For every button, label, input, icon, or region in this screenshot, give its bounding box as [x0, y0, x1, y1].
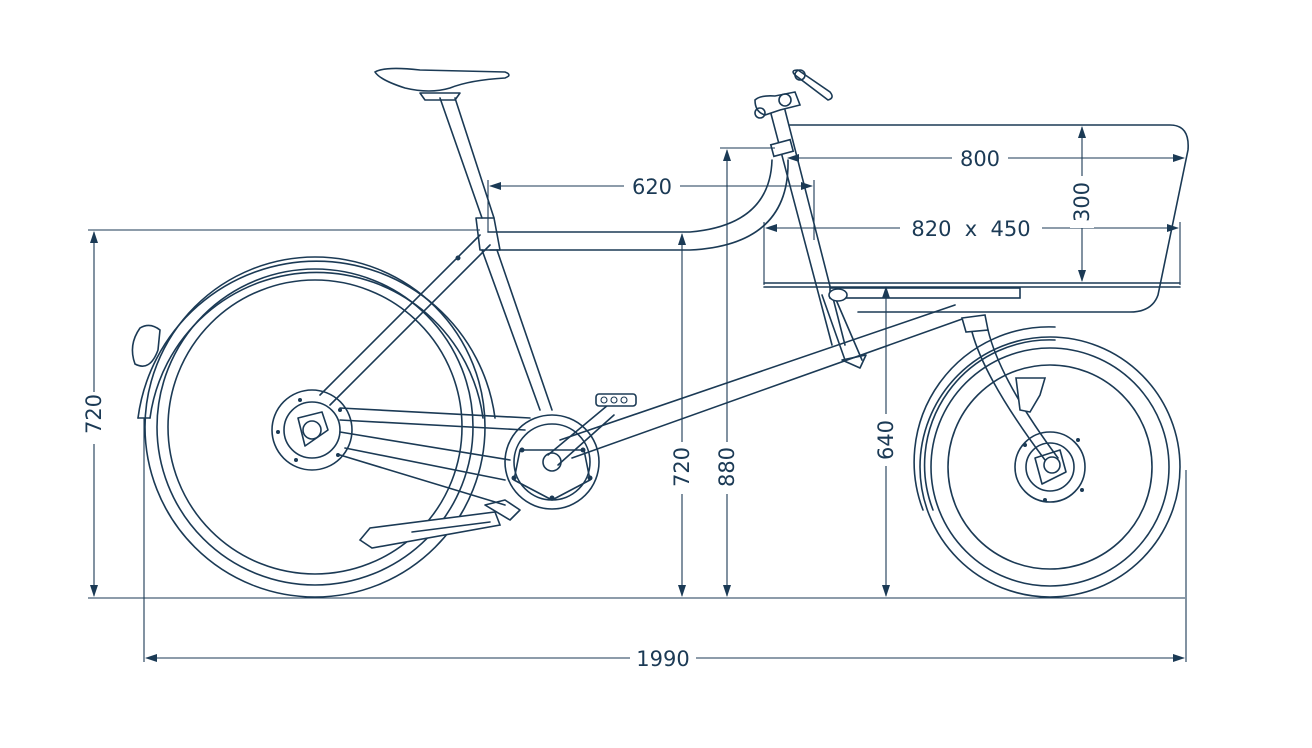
crankset: [504, 393, 637, 510]
handlebar-height-label: 880: [715, 447, 739, 487]
rear-wheel: [131, 256, 496, 598]
overall-length-label: 1990: [636, 647, 689, 671]
cargo-basket: [763, 124, 1189, 313]
basket-length-label: 800: [960, 147, 1000, 171]
handlebar: [754, 69, 833, 119]
platform-size-label: 820 x 450: [911, 217, 1030, 241]
front-wheel: [913, 326, 1181, 598]
rear-wheel-height-label: 720: [82, 394, 106, 434]
platform-height-label: 640: [874, 420, 898, 460]
saddle: [373, 67, 510, 101]
basket-depth-label: 300: [1070, 182, 1094, 222]
frame-height-label: 720: [670, 447, 694, 487]
reach-label: 620: [632, 175, 672, 199]
